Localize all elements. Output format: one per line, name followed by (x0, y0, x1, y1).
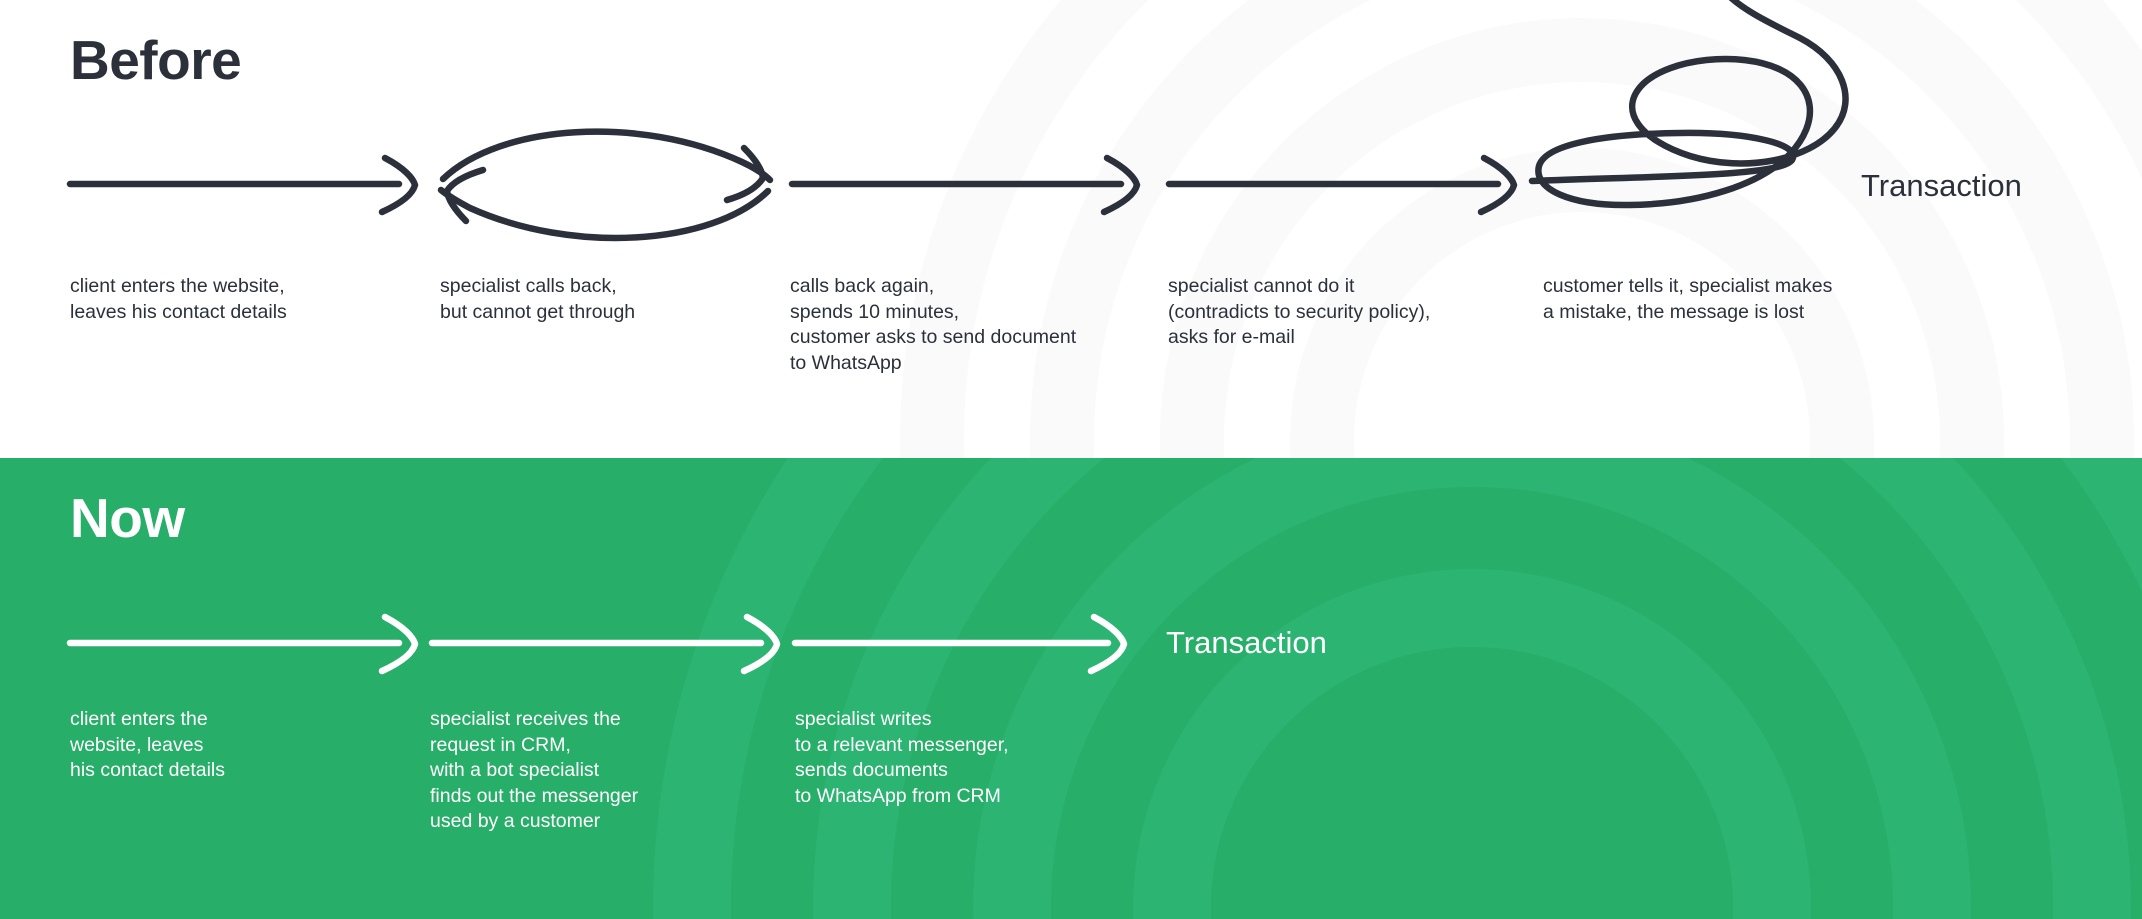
before-step-2-caption: specialist calls back, but cannot get th… (440, 275, 636, 323)
before-step-5-caption: customer tells it, specialist makes a mi… (1543, 275, 1833, 323)
now-heading: Now (70, 487, 185, 549)
before-heading: Before (70, 29, 242, 91)
straight-arrow-icon-before-4 (1165, 154, 1518, 216)
tangled-scribble-icon-before-5 (1528, 0, 1849, 209)
before-step-1-caption: client enters the website, leaves his co… (70, 275, 287, 323)
now-step-3-caption: specialist writes to a relevant messenge… (795, 708, 1009, 807)
straight-arrow-icon-before-3 (788, 154, 1141, 216)
background-rings-decoration-green (653, 458, 2142, 919)
before-end-label: Transaction (1861, 168, 2022, 203)
now-section (0, 458, 2142, 919)
now-end-label: Transaction (1166, 625, 1327, 660)
background-rings-decoration (900, 0, 2142, 458)
loop-arrow-icon-before-2 (437, 128, 774, 242)
now-step-1-caption: client enters the website, leaves his co… (70, 708, 226, 781)
now-step-2-caption: specialist receives the request in CRM, … (430, 708, 639, 832)
straight-arrow-icon-before-1 (66, 154, 419, 216)
before-section: Before (0, 0, 2142, 458)
before-step-3-caption: calls back again, spends 10 minutes, cus… (790, 275, 1077, 374)
before-step-4-caption: specialist cannot do it (contradicts to … (1168, 275, 1431, 348)
before-flow-connectors (66, 0, 1849, 242)
